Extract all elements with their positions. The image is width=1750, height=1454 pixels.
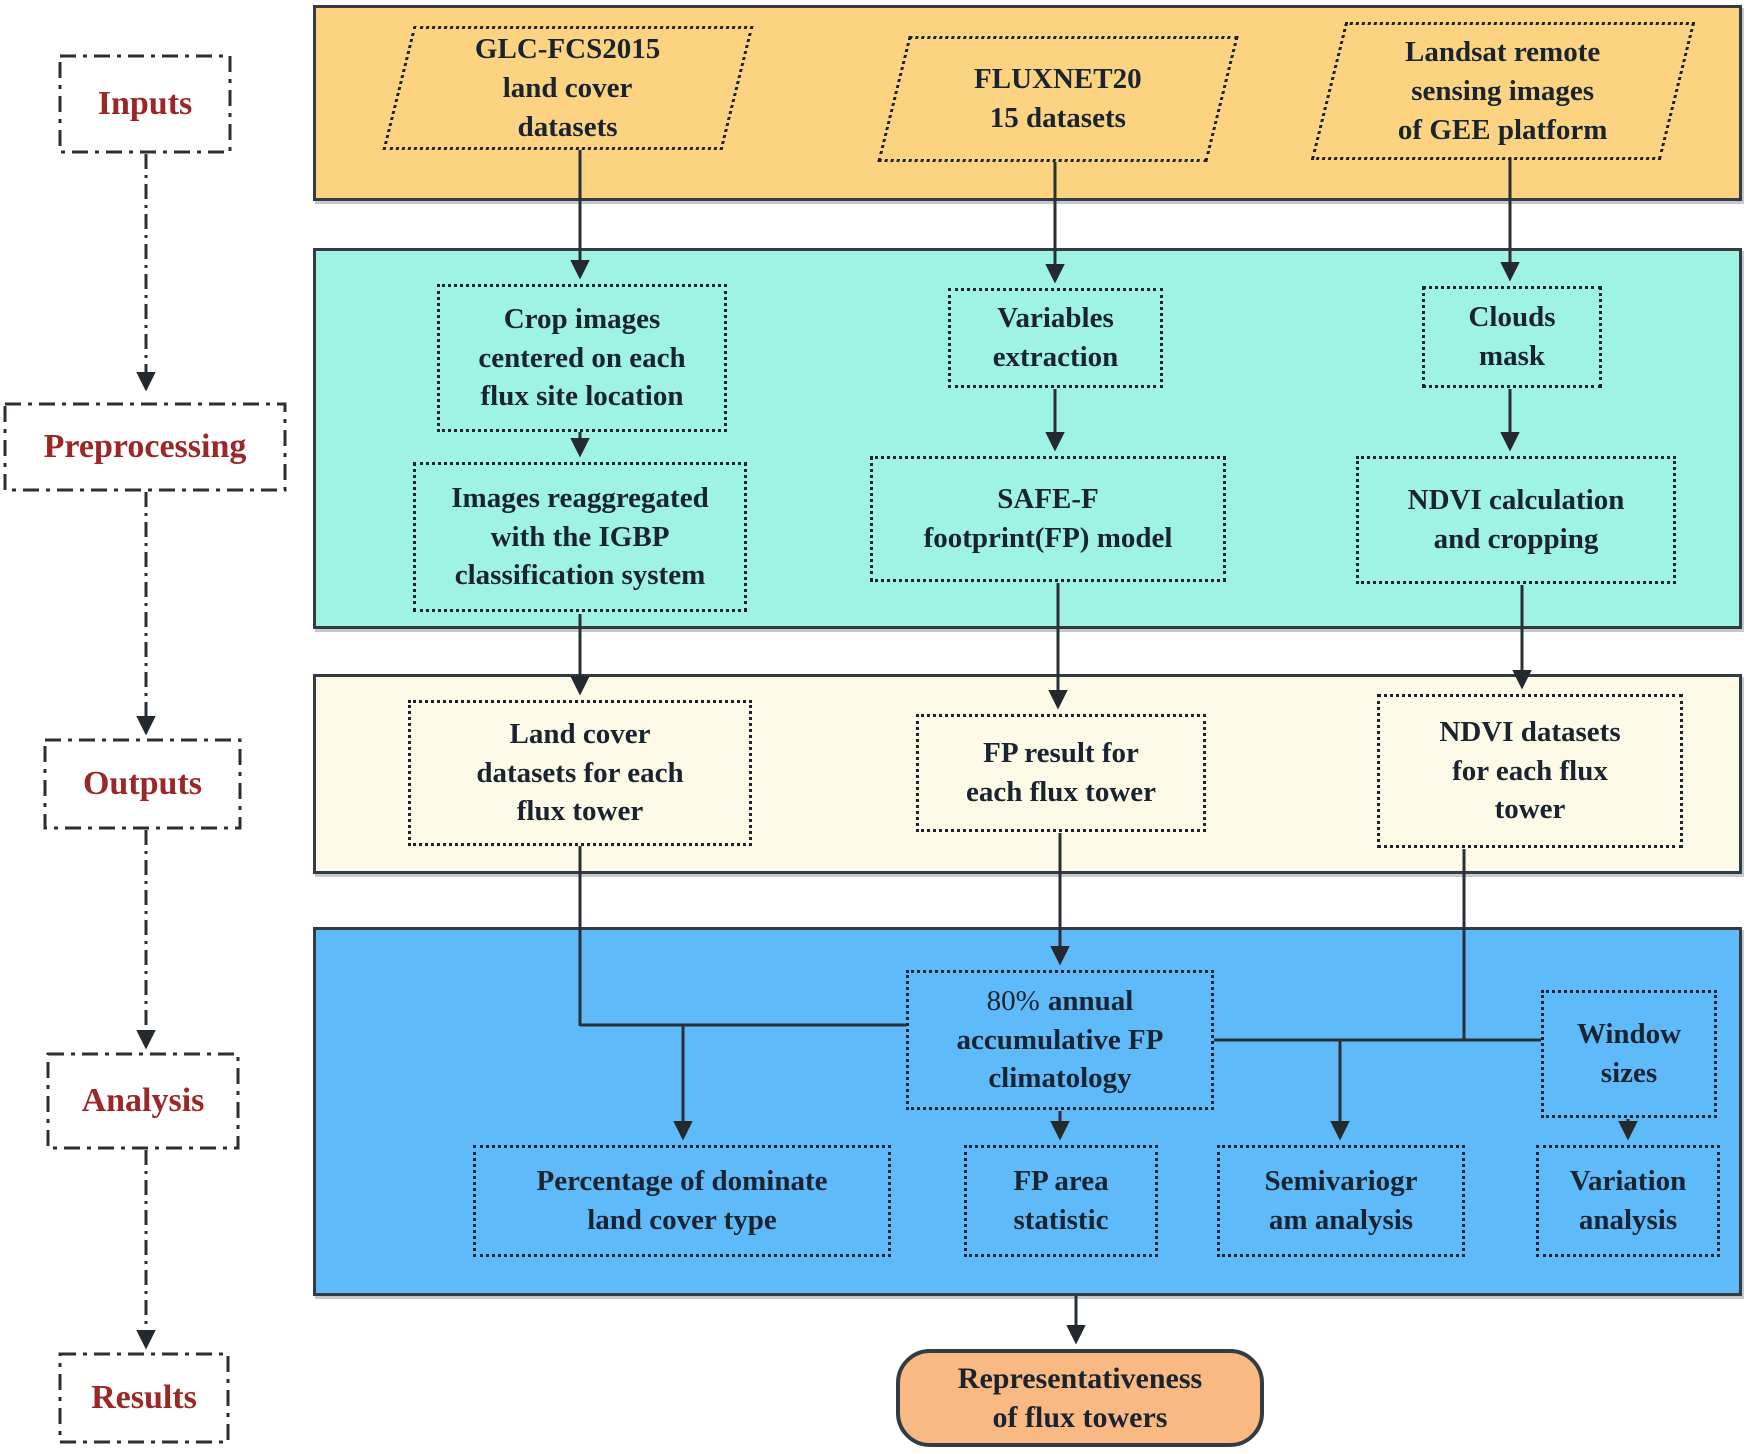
preprocess-reaggregate-igbp-label: Images reaggregated with the IGBP classi…	[451, 481, 709, 592]
preprocess-crop-images-label: Crop images centered on each flux site l…	[478, 302, 686, 413]
analysis-fp-climatology-prefix: 80%	[986, 984, 1040, 1017]
preprocess-ndvi-calculation-label: NDVI calculation and cropping	[1407, 484, 1625, 555]
input-glc-label: GLC-FCS2015 land cover datasets	[475, 32, 661, 143]
output-landcover-datasets-label: Land cover datasets for each flux tower	[476, 717, 684, 828]
stage-label-outputs: Outputs	[82, 765, 203, 802]
inputs-band	[313, 5, 1742, 201]
result-representativeness-box: Representativeness of flux towers	[896, 1349, 1264, 1447]
analysis-fp-climatology-text: annual accumulative FP climatology	[956, 984, 1164, 1095]
input-glc-fcs2015: GLC-FCS2015 land cover datasets	[382, 26, 754, 150]
preprocess-ndvi-calculation-box: NDVI calculation and cropping	[1356, 456, 1676, 584]
input-landsat-label: Landsat remote sensing images of GEE pla…	[1398, 35, 1608, 146]
preprocess-reaggregate-igbp-box: Images reaggregated with the IGBP classi…	[413, 462, 747, 612]
analysis-semivariogram-box: Semivariogr am analysis	[1217, 1145, 1465, 1257]
analysis-fp-area-statistic-label: FP area statistic	[1013, 1165, 1109, 1236]
output-fp-result-box: FP result for each flux tower	[916, 714, 1206, 832]
preprocess-safef-footprint-label: SAFE-F footprint(FP) model	[923, 483, 1173, 554]
input-landsat-gee: Landsat remote sensing images of GEE pla…	[1310, 22, 1696, 160]
analysis-window-sizes-label: Window sizes	[1576, 1018, 1682, 1089]
preprocess-safef-footprint-box: SAFE-F footprint(FP) model	[870, 456, 1226, 582]
analysis-semivariogram-label: Semivariogr am analysis	[1264, 1165, 1418, 1236]
analysis-window-sizes-box: Window sizes	[1541, 990, 1717, 1118]
stage-label-preprocessing: Preprocessing	[43, 428, 247, 465]
preprocess-variables-extraction-box: Variables extraction	[948, 288, 1163, 388]
analysis-band	[313, 927, 1742, 1296]
analysis-variation-analysis-box: Variation analysis	[1536, 1145, 1720, 1257]
analysis-fp-area-statistic-box: FP area statistic	[964, 1145, 1158, 1257]
analysis-fp-climatology-box: 80%annual accumulative FP climatology	[906, 970, 1214, 1110]
output-fp-result-label: FP result for each flux tower	[965, 737, 1157, 808]
analysis-dominate-landcover-label: Percentage of dominate land cover type	[536, 1165, 828, 1236]
input-fluxnet-label: FLUXNET20 15 datasets	[974, 63, 1142, 134]
analysis-variation-analysis-label: Variation analysis	[1569, 1165, 1687, 1236]
preprocess-variables-extraction-label: Variables extraction	[992, 302, 1119, 373]
preprocess-crop-images-box: Crop images centered on each flux site l…	[437, 284, 727, 432]
stage-label-analysis: Analysis	[81, 1082, 205, 1119]
outputs-band	[313, 674, 1742, 874]
analysis-dominate-landcover-box: Percentage of dominate land cover type	[473, 1145, 891, 1257]
output-landcover-datasets-box: Land cover datasets for each flux tower	[408, 700, 752, 846]
output-ndvi-datasets-box: NDVI datasets for each flux tower	[1377, 694, 1683, 848]
preprocess-clouds-mask-box: Clouds mask	[1422, 286, 1602, 388]
output-ndvi-datasets-label: NDVI datasets for each flux tower	[1439, 715, 1621, 826]
stage-label-results: Results	[91, 1379, 197, 1416]
input-fluxnet2015: FLUXNET20 15 datasets	[877, 36, 1239, 162]
result-representativeness-label: Representativeness of flux towers	[957, 1362, 1203, 1434]
preprocess-clouds-mask-label: Clouds mask	[1468, 301, 1556, 372]
analysis-fp-climatology-label: 80%annual accumulative FP climatology	[957, 982, 1164, 1099]
stage-label-inputs: Inputs	[97, 85, 193, 122]
